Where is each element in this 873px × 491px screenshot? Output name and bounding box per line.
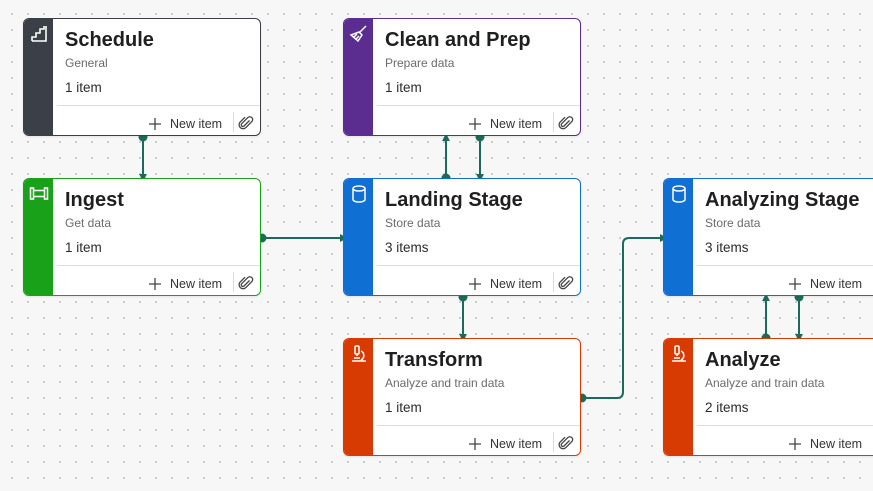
- node-color-strip: [344, 19, 373, 135]
- microscope-icon: [352, 345, 366, 362]
- node-subtitle: Store data: [705, 216, 761, 230]
- new-item-label: New item: [170, 117, 223, 131]
- broom-icon: [349, 25, 367, 43]
- pipe-icon: [29, 187, 49, 200]
- paperclip-icon[interactable]: [558, 275, 574, 291]
- plus-icon: [469, 278, 481, 290]
- paperclip-icon[interactable]: [238, 115, 254, 131]
- plus-icon: [789, 278, 801, 290]
- node-subtitle: Analyze and train data: [385, 376, 505, 390]
- node-item-count: 3 items: [705, 240, 749, 255]
- new-item-label: New item: [810, 277, 863, 291]
- node-title[interactable]: Ingest: [65, 189, 124, 211]
- node-subtitle: General: [65, 56, 108, 70]
- node-item-count: 1 item: [385, 400, 422, 415]
- footer-separator: [553, 112, 554, 132]
- node-subtitle: Prepare data: [385, 56, 455, 70]
- new-item-button[interactable]: New item: [468, 275, 542, 293]
- node-divider: [377, 425, 580, 426]
- plus-icon: [149, 278, 161, 290]
- stairs-icon: [31, 26, 47, 42]
- node-divider: [697, 265, 873, 266]
- database-icon: [672, 185, 686, 203]
- node-divider: [57, 105, 260, 106]
- new-item-label: New item: [490, 117, 543, 131]
- footer-separator: [233, 272, 234, 292]
- new-item-label: New item: [170, 277, 223, 291]
- node-color-strip: [24, 19, 53, 135]
- node-analyze[interactable]: Analyze Analyze and train data 2 items N…: [663, 338, 873, 456]
- node-divider: [57, 265, 260, 266]
- node-item-count: 2 items: [705, 400, 749, 415]
- connector-transform-analyzing-stage[interactable]: [582, 234, 668, 399]
- node-subtitle: Analyze and train data: [705, 376, 825, 390]
- footer-separator: [553, 272, 554, 292]
- node-item-count: 1 item: [65, 240, 102, 255]
- plus-icon: [469, 118, 481, 130]
- paperclip-icon[interactable]: [558, 435, 574, 451]
- node-transform[interactable]: Transform Analyze and train data 1 item …: [343, 338, 581, 456]
- node-title[interactable]: Transform: [385, 349, 483, 371]
- new-item-button[interactable]: New item: [788, 275, 862, 293]
- node-color-strip: [664, 179, 693, 295]
- microscope-icon: [672, 345, 686, 362]
- node-title[interactable]: Clean and Prep: [385, 29, 531, 51]
- node-title[interactable]: Analyze: [705, 349, 781, 371]
- new-item-label: New item: [490, 437, 543, 451]
- new-item-label: New item: [490, 277, 543, 291]
- footer-separator: [553, 432, 554, 452]
- node-title[interactable]: Schedule: [65, 29, 154, 51]
- new-item-button[interactable]: New item: [148, 275, 222, 293]
- node-divider: [697, 425, 873, 426]
- new-item-button[interactable]: New item: [468, 115, 542, 133]
- node-title[interactable]: Landing Stage: [385, 189, 523, 211]
- node-color-strip: [24, 179, 53, 295]
- new-item-button[interactable]: New item: [468, 435, 542, 453]
- node-item-count: 1 item: [385, 80, 422, 95]
- node-color-strip: [664, 339, 693, 455]
- node-divider: [377, 105, 580, 106]
- node-color-strip: [344, 179, 373, 295]
- node-color-strip: [344, 339, 373, 455]
- node-subtitle: Get data: [65, 216, 112, 230]
- node-item-count: 1 item: [65, 80, 102, 95]
- paperclip-icon[interactable]: [558, 115, 574, 131]
- plus-icon: [789, 438, 801, 450]
- node-schedule[interactable]: Schedule General 1 item New item: [23, 18, 261, 136]
- node-analyzing-stage[interactable]: Analyzing Stage Store data 3 items New i…: [663, 178, 873, 296]
- node-item-count: 3 items: [385, 240, 429, 255]
- node-clean-and-prep[interactable]: Clean and Prep Prepare data 1 item New i…: [343, 18, 581, 136]
- node-divider: [377, 265, 580, 266]
- paperclip-icon[interactable]: [238, 275, 254, 291]
- new-item-button[interactable]: New item: [788, 435, 862, 453]
- node-landing-stage[interactable]: Landing Stage Store data 3 items New ite…: [343, 178, 581, 296]
- database-icon: [352, 185, 366, 203]
- new-item-button[interactable]: New item: [148, 115, 222, 133]
- footer-separator: [233, 112, 234, 132]
- new-item-label: New item: [810, 437, 863, 451]
- node-subtitle: Store data: [385, 216, 441, 230]
- plus-icon: [469, 438, 481, 450]
- node-title[interactable]: Analyzing Stage: [705, 189, 860, 211]
- plus-icon: [149, 118, 161, 130]
- node-ingest[interactable]: Ingest Get data 1 item New item: [23, 178, 261, 296]
